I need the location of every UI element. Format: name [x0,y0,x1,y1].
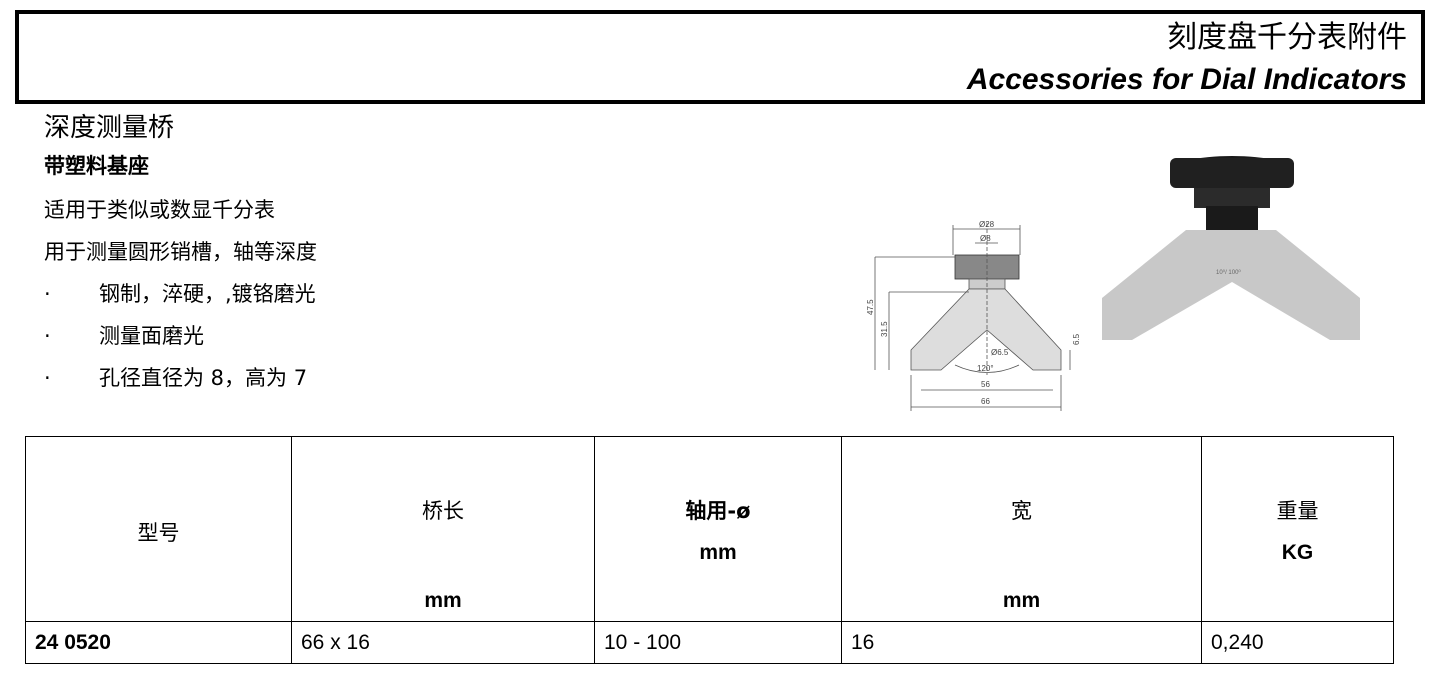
header-unit: mm [699,541,737,564]
dim-h65: 6.5 [1072,333,1081,345]
dim-d8: Ø8 [980,234,991,243]
cell-width: 16 [841,621,1202,664]
cell-weight: 0,240 [1201,621,1394,664]
col-header-width: 宽 mm [841,436,1202,622]
desc-line: 用于测量圆形销槽，轴等深度 [44,240,317,264]
cell-shaft: 10 - 100 [594,621,842,664]
dim-d28: Ø28 [979,220,995,229]
dim-w56: 56 [981,380,990,389]
desc-line: 适用于类似或数显千分表 [44,198,275,222]
bullet-item: · 钢制，淬硬，,镀铬磨光 [44,278,316,308]
header-unit: mm [424,589,462,612]
bullet-text: 测量面磨光 [99,324,204,348]
cell-model: 24 0520 [25,621,292,664]
bullet-dot: · [44,366,51,390]
header-label: 重量 [1276,499,1319,523]
bullet-text: 孔径直径为 8，高为 7 [99,366,308,390]
dim-w66: 66 [981,397,990,406]
technical-drawing: Ø28 Ø8 47.5 31.5 6.5 Ø6.5 120° 56 66 [866,220,1081,411]
header-title-zh: 刻度盘千分表附件 [1167,20,1407,55]
bullet-dot: · [44,282,51,306]
dim-angle: 120° [977,364,994,373]
dim-h47: 47.5 [866,299,875,315]
cell-length: 66 x 16 [291,621,595,664]
product-photo: 10⁰/ 100⁰ [1098,148,1366,348]
header-label: 桥长 [422,499,464,523]
dim-d65: Ø6.5 [991,348,1009,357]
photo-label: 10⁰/ 100⁰ [1216,269,1241,276]
header-box: 刻度盘千分表附件 Accessories for Dial Indicators [15,10,1425,104]
table-header-row: 型号 桥长 mm 轴用-ø mm 宽 mm 重量 KG [25,436,1394,622]
header-unit: mm [1002,589,1041,612]
table-row: 24 0520 66 x 16 10 - 100 16 0,240 [25,621,1394,664]
bullet-text: 钢制，淬硬，,镀铬磨光 [99,282,316,306]
header-label: 型号 [137,521,180,545]
col-header-length: 桥长 mm [291,436,595,622]
col-header-shaft: 轴用-ø mm [594,436,842,622]
bullet-item: · 测量面磨光 [44,320,204,350]
header-label: 宽 [1011,499,1032,523]
col-header-model: 型号 [25,436,292,622]
header-label: 轴用-ø [685,499,751,523]
product-subtitle: 带塑料基座 [44,154,149,178]
product-title: 深度测量桥 [44,113,175,143]
spec-table: 型号 桥长 mm 轴用-ø mm 宽 mm 重量 KG 24 0520 66 x… [25,436,1394,664]
dim-h31: 31.5 [880,321,889,337]
col-header-weight: 重量 KG [1201,436,1394,622]
bullet-dot: · [44,324,51,348]
header-unit: KG [1281,541,1314,564]
header-title-en: Accessories for Dial Indicators [966,63,1407,96]
bullet-item: · 孔径直径为 8，高为 7 [44,362,307,392]
